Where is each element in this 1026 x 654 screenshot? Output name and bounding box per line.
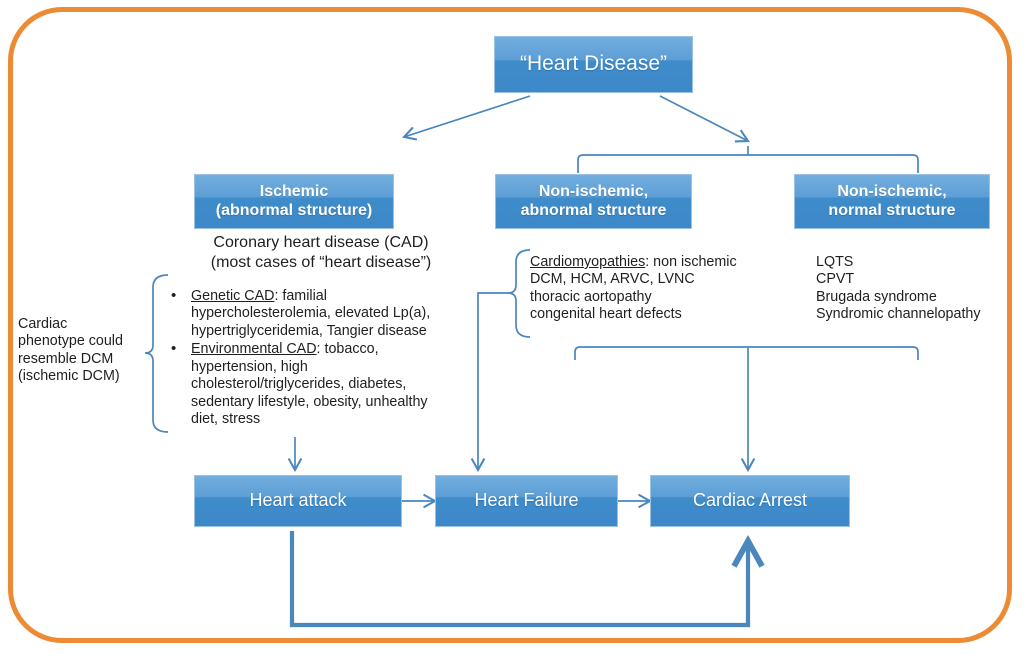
side-note-line2: phenotype could (18, 333, 123, 350)
box-non-ischemic-normal-line2: normal structure (828, 201, 956, 219)
box-ischemic-line2: (abnormal structure) (215, 201, 373, 219)
side-note-cardiac-phenotype: Cardiac phenotype could resemble DCM (is… (18, 316, 158, 386)
cad-heading: Coronary heart disease (CAD) (most cases… (176, 233, 466, 272)
cardiomyopathies-line3: congenital heart defects (530, 306, 682, 323)
side-note-line1: Cardiac (18, 316, 68, 332)
environmental-cad-line1: hypertension, high (191, 358, 308, 375)
box-ischemic-text: Ischemic (abnormal structure) (195, 183, 393, 221)
cardiomyopathies-block: Cardiomyopathies: non ischemic DCM, HCM,… (530, 254, 760, 324)
side-note-line3: resemble DCM (18, 350, 114, 367)
box-heart-attack-label: Heart attack (249, 490, 347, 511)
channelopathy-line1: LQTS (816, 254, 854, 270)
box-heart-disease[interactable]: “Heart Disease” (494, 36, 693, 93)
box-heart-disease-label: “Heart Disease” (519, 52, 668, 76)
cardiomyopathies-line2: thoracic aortopathy (530, 288, 652, 305)
diagram-frame (8, 7, 1012, 643)
box-cardiac-arrest-label: Cardiac Arrest (692, 490, 808, 511)
box-non-ischemic-abnormal-text: Non-ischemic, abnormal structure (496, 183, 691, 221)
box-non-ischemic-abnormal[interactable]: Non-ischemic, abnormal structure (495, 174, 692, 229)
cad-heading-line1: Coronary heart disease (CAD) (213, 234, 429, 251)
box-heart-failure[interactable]: Heart Failure (435, 475, 618, 527)
cardiomyopathies-label: Cardiomyopathies (530, 254, 646, 270)
list-item: Environmental CAD: tobacco, hypertension… (165, 340, 465, 428)
environmental-cad-label: Environmental CAD (191, 341, 317, 358)
cad-heading-line2: (most cases of “heart disease”) (210, 253, 432, 271)
environmental-cad-line0: : tobacco, (316, 341, 379, 358)
box-non-ischemic-abnormal-line2: abnormal structure (520, 201, 667, 219)
cad-bullet-list: Genetic CAD: familial hypercholesterolem… (165, 287, 465, 430)
box-non-ischemic-normal-text: Non-ischemic, normal structure (795, 183, 989, 221)
list-item: Genetic CAD: familial hypercholesterolem… (165, 287, 465, 340)
box-heart-failure-label: Heart Failure (474, 490, 579, 511)
channelopathy-line2: CPVT (816, 271, 855, 288)
box-non-ischemic-normal-line1: Non-ischemic, (837, 182, 947, 200)
genetic-cad-label: Genetic CAD (191, 288, 275, 304)
environmental-cad-line4: diet, stress (191, 411, 261, 428)
cardiomyopathies-line1: DCM, HCM, ARVC, LVNC (530, 271, 695, 288)
channelopathy-line4: Syndromic channelopathy (816, 306, 981, 323)
channelopathies-block: LQTS CPVT Brugada syndrome Syndromic cha… (816, 254, 1016, 324)
environmental-cad-line3: sedentary lifestyle, obesity, unhealthy (191, 393, 428, 410)
box-non-ischemic-abnormal-line1: Non-ischemic, (538, 182, 649, 200)
box-cardiac-arrest[interactable]: Cardiac Arrest (650, 475, 850, 527)
box-heart-attack[interactable]: Heart attack (194, 475, 402, 527)
genetic-cad-line0: : familial (274, 288, 327, 304)
box-non-ischemic-normal[interactable]: Non-ischemic, normal structure (794, 174, 990, 229)
box-ischemic[interactable]: Ischemic (abnormal structure) (194, 174, 394, 229)
box-ischemic-line1: Ischemic (259, 182, 329, 200)
side-note-line4: (ischemic DCM) (18, 368, 120, 385)
cardiomyopathies-line0: : non ischemic (645, 254, 737, 270)
environmental-cad-line2: cholesterol/triglycerides, diabetes, (191, 376, 407, 393)
genetic-cad-line2: hypertriglyceridemia, Tangier disease (191, 322, 427, 339)
genetic-cad-line1: hypercholesterolemia, elevated Lp(a), (191, 305, 431, 322)
channelopathy-line3: Brugada syndrome (816, 288, 937, 305)
